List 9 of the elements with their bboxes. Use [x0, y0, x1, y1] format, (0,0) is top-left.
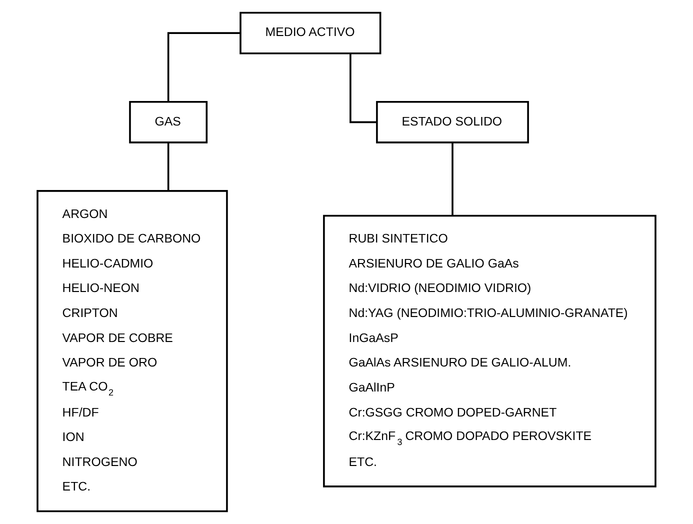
node-box: RUBI SINTETICO ARSIENURO DE GALIO GaAs Nd:VIDRIO (NEODIMIO VIDRIO) Nd:YAG (NEODIMIO:TRIO-ALUMINIO-GRANATE) InGaAsP GaAlAs ARSIENURO DE GALIO-ALUM. GaAlInP Cr:GSGG CROMO DOPED-GARNET Cr:KZnF$_{3}$ CROMO DOPADO PEROVSKITE ETC.	[323, 214, 656, 488]
node-box: MEDIO ACTIVO	[240, 12, 382, 54]
connector	[167, 32, 240, 102]
connector	[452, 142, 454, 216]
connector	[350, 54, 377, 124]
node-box: ARGON BIOXIDO DE CARBONO HELIO-CADMIO HELIO-NEON CRIPTON VAPOR DE COBRE VAPOR DE ORO TEA CO$_{2}$ HF/DF ION NITROGENO ETC.	[36, 190, 228, 512]
node-box: GAS	[129, 100, 208, 144]
node-box: ESTADO SOLIDO	[376, 100, 529, 144]
connector	[167, 142, 170, 190]
